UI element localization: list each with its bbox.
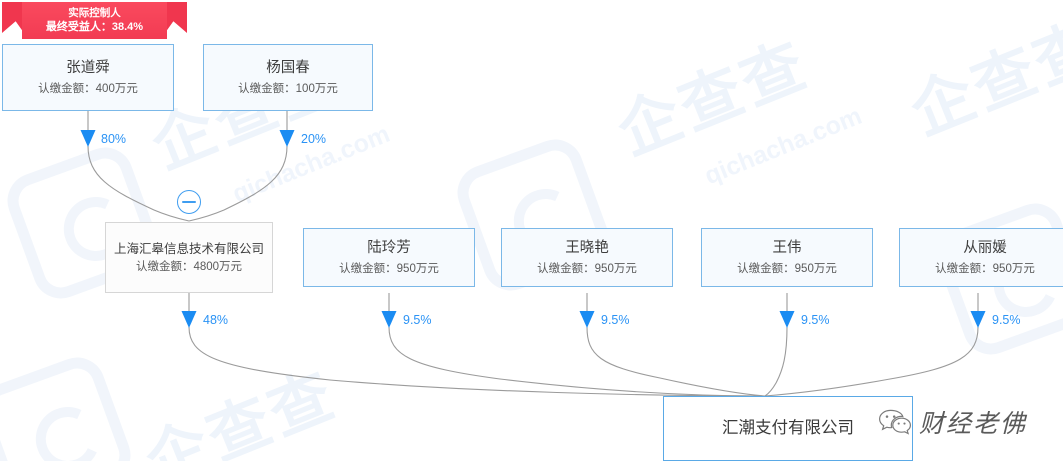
edge-label-lu-9-5-percent: 9.5% (403, 313, 432, 327)
edge-label-wangwei-9-5-percent: 9.5% (801, 313, 830, 327)
node-target-company[interactable]: 汇潮支付有限公司 (663, 396, 913, 461)
brand-text-watermark: 企查查 (136, 359, 347, 461)
node-zhang-daoshun[interactable]: 张道舜 认缴金额：400万元 (2, 44, 174, 111)
collapse-toggle-icon[interactable] (177, 190, 201, 214)
node-name: 陆玲芳 (367, 239, 411, 256)
wechat-icon (878, 409, 912, 435)
node-shanghai-huifu[interactable]: 上海汇皋信息技术有限公司 认缴金额：4800万元 (105, 222, 273, 293)
ribbon-line-1: 实际控制人 (68, 7, 121, 19)
edge-label-48-percent: 48% (203, 313, 229, 327)
domain-watermark: qichacha.com (700, 101, 866, 191)
wechat-account-name: 财经老佛 (919, 411, 1028, 438)
node-name: 王伟 (772, 239, 802, 256)
ribbon-band: 实际控制人 最终受益人：38.4% (22, 2, 167, 39)
node-wang-wei[interactable]: 王伟 认缴金额：950万元 (701, 228, 873, 287)
node-yang-guochun[interactable]: 杨国春 认缴金额：100万元 (203, 44, 373, 111)
brand-text-watermark: 企查查 (901, 9, 1063, 149)
node-name: 王晓艳 (565, 239, 609, 256)
node-amount: 认缴金额：4800万元 (135, 260, 243, 273)
brand-text-watermark: 企查查 (608, 29, 819, 169)
node-amount: 认缴金额：950万元 (537, 262, 637, 275)
edge-label-cong-9-5-percent: 9.5% (992, 313, 1021, 327)
node-amount: 认缴金额：950万元 (339, 262, 439, 275)
node-name: 张道舜 (66, 59, 110, 76)
node-cong-limei[interactable]: 从丽媛 认缴金额：950万元 (899, 228, 1063, 287)
node-amount: 认缴金额：400万元 (38, 82, 138, 95)
edge-label-wangxy-9-5-percent: 9.5% (601, 313, 630, 327)
node-amount: 认缴金额：950万元 (737, 262, 837, 275)
brand-logo-watermark (0, 349, 139, 461)
node-lu-lingfang[interactable]: 陆玲芳 认缴金额：950万元 (303, 228, 475, 287)
node-name: 上海汇皋信息技术有限公司 (113, 241, 264, 256)
node-name: 杨国春 (266, 59, 310, 76)
edge-label-80-percent: 80% (101, 132, 127, 146)
ribbon-line-2: 最终受益人：38.4% (45, 21, 144, 33)
wechat-signature: 财经老佛 (878, 404, 1027, 440)
edge-label-20-percent: 20% (301, 132, 327, 146)
ribbon-tail-left (2, 2, 24, 33)
node-amount: 认缴金额：950万元 (935, 262, 1035, 275)
node-name: 从丽媛 (963, 239, 1007, 256)
actual-controller-ribbon: 实际控制人 最终受益人：38.4% (2, 2, 187, 42)
ribbon-tail-right (165, 2, 187, 33)
node-wang-xiaoyan[interactable]: 王晓艳 认缴金额：950万元 (501, 228, 673, 287)
node-amount: 认缴金额：100万元 (238, 82, 338, 95)
node-name: 汇潮支付有限公司 (722, 419, 854, 437)
